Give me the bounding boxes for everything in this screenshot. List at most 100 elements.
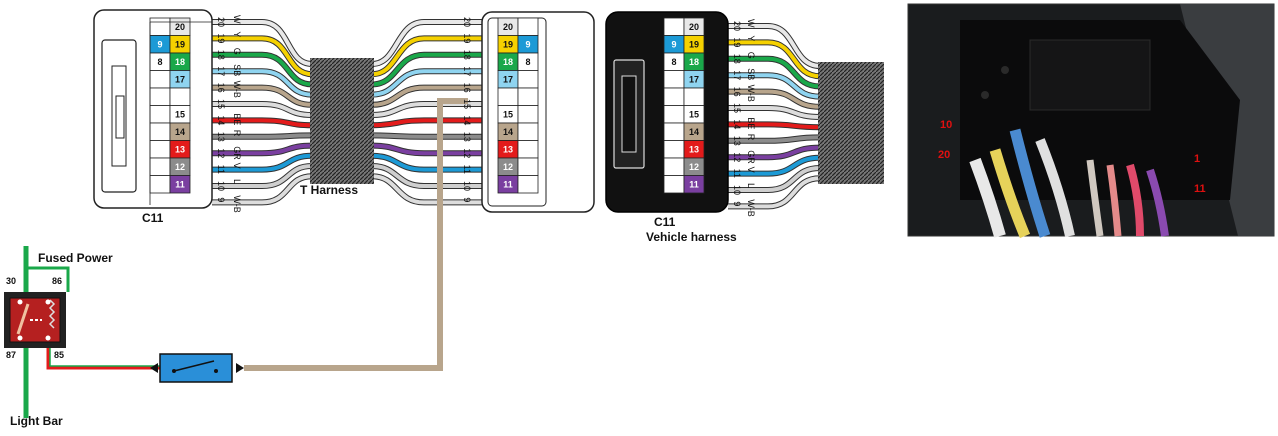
wire-code: V [232, 163, 242, 169]
wire-pin-16 [728, 89, 821, 109]
wire-code: W [232, 15, 242, 24]
wire-pin-17 [371, 69, 482, 97]
wire-pin-number: 13 [732, 136, 742, 146]
pin-cell [149, 140, 171, 159]
photo-pin-11: 11 [1194, 183, 1206, 195]
pin-number: 17 [175, 74, 185, 84]
wire-pin-15 [371, 102, 482, 117]
wire-pin-12 [728, 145, 821, 160]
wire-code: V [746, 167, 756, 173]
pin-cell [663, 175, 685, 194]
wire-pin-number: 10 [216, 181, 226, 191]
wire-pin-number: 19 [216, 33, 226, 43]
wire-pin-number: 20 [462, 17, 472, 27]
wire-pin-number: 18 [216, 50, 226, 60]
wire-pin-number: 16 [462, 83, 472, 93]
pin-cell [517, 105, 539, 124]
wire-pin-9 [728, 176, 821, 209]
pin-cell [517, 87, 539, 106]
pin-cell [683, 87, 705, 106]
wire-code: W-B [232, 81, 242, 98]
pin-cell [663, 70, 685, 89]
pin-cell [149, 175, 171, 194]
wire-code: R [746, 134, 756, 141]
wire-code: Y [746, 35, 756, 41]
pin-cell [517, 175, 539, 194]
pin-cell [517, 17, 539, 36]
wire-pin-18 [212, 52, 313, 87]
cable-sheath-t-harness [310, 58, 374, 184]
pin-number: 20 [689, 22, 699, 32]
wire-pin-9 [212, 174, 313, 205]
wire-pin-number: 17 [216, 66, 226, 76]
wire-pin-number: 9 [462, 197, 472, 202]
wire-pin-number: 18 [732, 54, 742, 64]
wire-code: W-B [746, 199, 756, 216]
wire-code: GR [746, 150, 756, 164]
wire-pin-number: 13 [216, 132, 226, 142]
wire-code: W-B [232, 195, 242, 212]
wire-pin-number: 15 [216, 99, 226, 109]
relay: Fused Power Light Bar 30 86 87 85 [4, 246, 160, 428]
pin-number: 17 [503, 74, 513, 84]
wire-pin-number: 14 [732, 119, 742, 129]
wire-code: L [746, 183, 756, 188]
pin-number: 14 [503, 127, 513, 137]
pin-cell [149, 122, 171, 141]
pin-number: 12 [503, 162, 513, 172]
label-c11-vehicle: C11 [654, 215, 676, 229]
wire-pin-18 [728, 56, 821, 89]
label-vehicle-harness: Vehicle harness [646, 230, 737, 244]
pin-number: 8 [157, 57, 162, 67]
pin-number: 11 [689, 179, 699, 189]
wire-pin-number: 15 [732, 103, 742, 113]
pin-cell [149, 70, 171, 89]
pin-number: 8 [671, 57, 676, 67]
wire-pin-number: 9 [732, 201, 742, 206]
pin-cell [517, 122, 539, 141]
wire-pin-20 [212, 20, 313, 66]
wire-pin-17 [728, 73, 821, 99]
pin-number: 15 [689, 109, 699, 119]
wire-pin-20 [371, 20, 482, 66]
relay-terminal-86: 86 [52, 276, 62, 286]
pin-number: 14 [175, 127, 185, 137]
wire-code: R [232, 130, 242, 137]
wire-code: SB [746, 68, 756, 80]
label-fused-power: Fused Power [38, 251, 113, 265]
pin-number: 12 [689, 162, 699, 172]
wire-pin-19 [728, 40, 821, 79]
wire-pin-number: 10 [732, 185, 742, 195]
wire-pin-number: 19 [732, 37, 742, 47]
pin-cell [497, 87, 519, 106]
pin-cell [663, 87, 685, 106]
wire-code: SB [232, 64, 242, 76]
pin-number: 13 [503, 144, 513, 154]
cable-sheath-vehicle [818, 62, 884, 184]
label-light-bar: Light Bar [10, 414, 63, 428]
connector-photo: 10 20 1 11 [907, 3, 1275, 239]
pin-number: 9 [671, 39, 676, 49]
wire-pin-15 [728, 106, 821, 119]
pin-number: 19 [689, 39, 699, 49]
wire-pin-number: 16 [732, 87, 742, 97]
wire-pin-number: 16 [216, 83, 226, 93]
wire-code: BE [232, 113, 242, 125]
pin-number: 8 [525, 57, 530, 67]
wire-pin-number: 10 [462, 181, 472, 191]
pin-cell [663, 122, 685, 141]
pin-number: 13 [689, 144, 699, 154]
pin-cell [149, 105, 171, 124]
pin-cell [149, 87, 171, 106]
wire-pin-10 [212, 164, 313, 188]
wire-bundle-left [212, 19, 313, 206]
pin-number: 11 [503, 179, 513, 189]
wire-pin-number: 17 [732, 70, 742, 80]
